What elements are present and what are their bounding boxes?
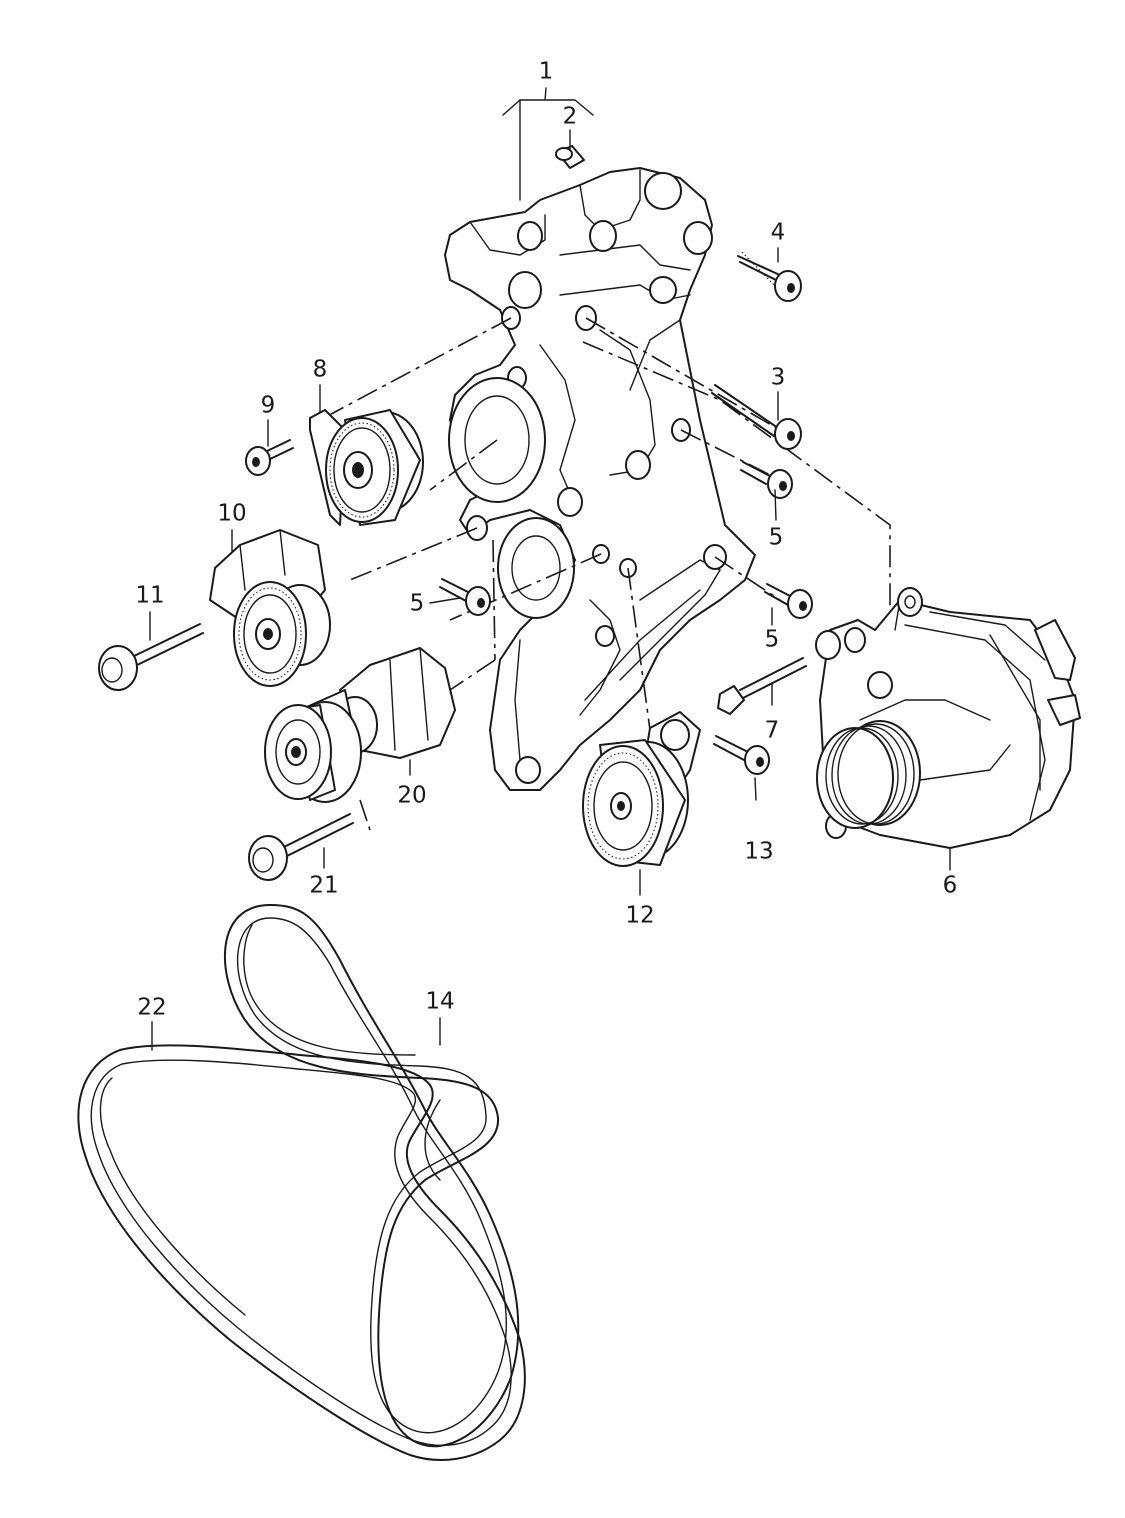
bolt-7 xyxy=(717,657,807,715)
idler-pulley-upper xyxy=(309,409,424,526)
callout-6: 6 xyxy=(943,873,958,899)
callout-13: 13 xyxy=(744,839,773,865)
callout-8: 8 xyxy=(313,357,328,383)
bolt-4 xyxy=(737,251,802,302)
ribbed-belt-14 xyxy=(223,904,520,1448)
bolt-5-left xyxy=(439,578,491,616)
callout-22: 22 xyxy=(137,995,166,1021)
callout-9: 9 xyxy=(261,393,276,419)
belt-tensioner xyxy=(209,529,331,687)
callout-21: 21 xyxy=(309,873,338,899)
callout-11: 11 xyxy=(135,583,164,609)
bolt-3 xyxy=(711,384,802,450)
callout-4: 4 xyxy=(771,220,786,246)
callout-5b: 5 xyxy=(410,591,425,617)
callout-labels: 1 2 3 4 5 5 5 6 7 8 9 10 11 12 13 14 20 … xyxy=(135,59,957,1021)
ribbed-belt-22 xyxy=(77,1044,526,1461)
bolt-11 xyxy=(98,623,204,691)
callout-10: 10 xyxy=(217,501,246,527)
callout-5a: 5 xyxy=(769,525,784,551)
callout-2: 2 xyxy=(563,104,578,130)
callout-3: 3 xyxy=(771,365,786,391)
bolt-5-right xyxy=(764,583,813,619)
bolt-13 xyxy=(713,735,770,775)
tensioner-damper xyxy=(264,647,456,803)
callout-7: 7 xyxy=(765,718,780,744)
callout-12: 12 xyxy=(625,903,654,929)
callout-1: 1 xyxy=(539,59,554,85)
idler-pulley-lower xyxy=(582,711,701,867)
dowel-pin xyxy=(555,145,585,169)
bolt-5-upper xyxy=(740,461,793,499)
callout-5c: 5 xyxy=(765,627,780,653)
bolt-9 xyxy=(245,439,294,476)
bracket-housing xyxy=(444,167,756,791)
bolt-21 xyxy=(248,813,354,881)
leader-lines xyxy=(149,87,951,1051)
alignment-lines xyxy=(319,317,891,831)
callout-14: 14 xyxy=(425,989,454,1015)
callout-20: 20 xyxy=(397,783,426,809)
alternator xyxy=(815,587,1081,849)
